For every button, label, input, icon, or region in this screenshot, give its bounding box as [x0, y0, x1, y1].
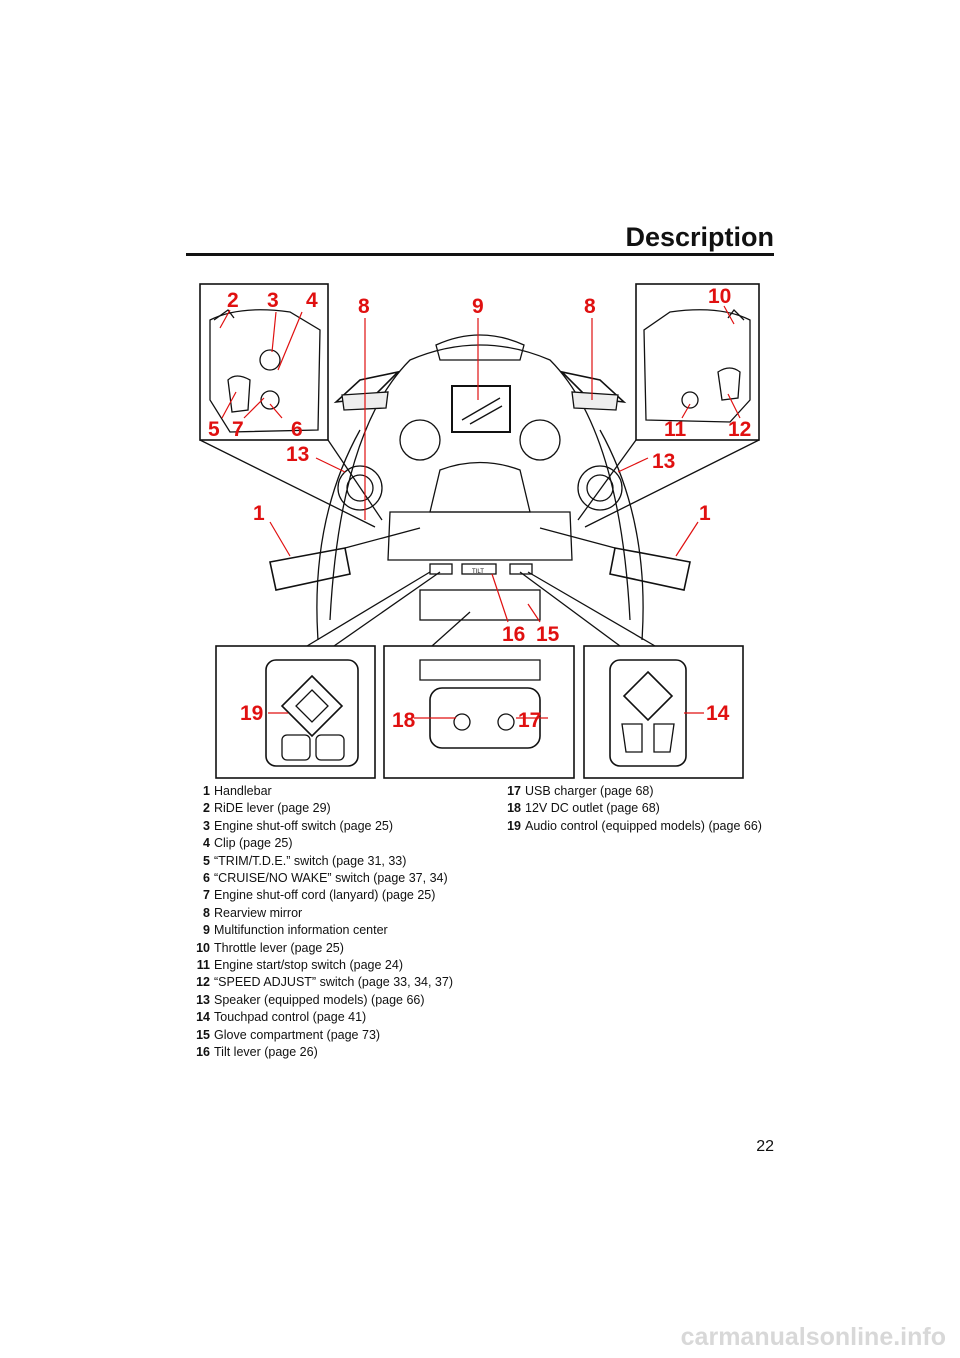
callout-1-right: 1 [699, 502, 711, 525]
legend-item-text: “CRUISE/NO WAKE” switch (page 37, 34) [214, 871, 448, 886]
legend-item: 16 Tilt lever (page 26) [186, 1044, 453, 1061]
legend-item-text: Glove compartment (page 73) [214, 1027, 381, 1042]
legend-item: 14 Touchpad control (page 41) [186, 1009, 453, 1026]
callout-17: 17 [518, 709, 541, 732]
watermark: carmanualsonline.info [680, 1323, 946, 1351]
legend-right: 17 USB charger (page 68) 18 12V DC outlet (… [497, 783, 762, 835]
callout-7: 7 [232, 418, 244, 441]
legend-item: 7 Engine shut-off cord (lanyard) (page 25… [186, 887, 453, 904]
page-number: 22 [756, 1138, 774, 1155]
legend-item-number: 1 [203, 784, 210, 798]
legend-item-text: “SPEED ADJUST” switch (page 33, 34, 37) [214, 975, 453, 990]
audio-control-inset [215, 645, 376, 779]
legend-item-number: 12 [196, 975, 210, 990]
legend-item-number: 6 [203, 871, 210, 886]
legend-item-text: Audio control (equipped models) (page 66… [525, 818, 762, 833]
legend-item: 18 12V DC outlet (page 68) [497, 800, 762, 817]
page-title: Description [625, 222, 774, 252]
legend-item-number: 10 [196, 940, 210, 955]
legend-item-number: 17 [507, 784, 521, 798]
legend-item-text: Clip (page 25) [214, 836, 293, 851]
legend-item-number: 18 [507, 801, 521, 816]
legend-item: 2 RiDE lever (page 29) [186, 800, 453, 817]
legend-item-number: 4 [203, 836, 210, 851]
legend-item: 4 Clip (page 25) [186, 835, 453, 852]
legend-item-number: 2 [203, 801, 210, 816]
legend-item-number: 8 [203, 905, 210, 920]
legend-item-number: 9 [203, 923, 210, 938]
storage-inset [383, 645, 575, 779]
legend-item-text: 12V DC outlet (page 68) [525, 801, 660, 816]
legend-item-number: 5 [203, 853, 210, 868]
legend-item-text: Tilt lever (page 26) [214, 1045, 318, 1060]
callout-4: 4 [306, 289, 318, 312]
legend-item: 15 Glove compartment (page 73) [186, 1027, 453, 1044]
legend-item: 19 Audio control (equipped models) (page … [497, 818, 762, 835]
legend-item: 10 Throttle lever (page 25) [186, 940, 453, 957]
left-grip-inset [199, 283, 329, 441]
legend-item-text: Engine shut-off cord (lanyard) (page 25) [214, 888, 436, 903]
legend-item-text: RiDE lever (page 29) [214, 801, 331, 816]
legend-item-number: 3 [203, 818, 210, 833]
callout-8-left: 8 [358, 295, 370, 318]
legend-item-number: 15 [196, 1027, 210, 1042]
legend-item-text: Engine shut-off switch (page 25) [214, 818, 394, 833]
legend-item-text: Engine start/stop switch (page 24) [214, 958, 403, 973]
legend-item: 11 Engine start/stop switch (page 24) [186, 957, 453, 974]
callout-1-left: 1 [253, 502, 265, 525]
legend-item: 8 Rearview mirror [186, 905, 453, 922]
legend-item: 6 “CRUISE/NO WAKE” switch (page 37, 34) [186, 870, 453, 887]
legend-item-text: Handlebar [214, 784, 272, 798]
legend-item-text: “TRIM/T.D.E.” switch (page 31, 33) [214, 853, 407, 868]
callout-13-left: 13 [286, 443, 309, 466]
legend-item-number: 11 [196, 958, 210, 973]
legend-item-number: 14 [196, 1010, 210, 1025]
callout-15: 15 [536, 623, 560, 646]
legend-item-text: Multifunction information center [214, 923, 388, 938]
legend-item: 3 Engine shut-off switch (page 25) [186, 818, 453, 835]
right-grip-inset [635, 283, 760, 441]
legend-item: 12 “SPEED ADJUST” switch (page 33, 34, 37… [186, 974, 453, 991]
callout-2: 2 [227, 289, 239, 312]
callout-3: 3 [267, 289, 279, 312]
callout-16: 16 [502, 623, 525, 646]
legend-item: 9 Multifunction information center [186, 922, 453, 939]
callout-11: 11 [664, 418, 687, 441]
callout-18: 18 [392, 709, 416, 732]
legend-item: 13 Speaker (equipped models) (page 66) [186, 992, 453, 1009]
legend-item-text: Touchpad control (page 41) [214, 1010, 367, 1025]
touchpad-inset [583, 645, 744, 779]
header-rule [186, 253, 774, 256]
callout-13-right: 13 [652, 450, 675, 473]
callout-8-right: 8 [584, 295, 596, 318]
legend-item-text: USB charger (page 68) [525, 784, 654, 798]
legend-item: 1 Handlebar [186, 783, 453, 800]
callout-14: 14 [706, 702, 730, 725]
callout-19: 19 [240, 702, 263, 725]
legend-item-text: Speaker (equipped models) (page 66) [214, 992, 425, 1007]
legend-item: 17 USB charger (page 68) [497, 783, 762, 800]
legend-item-text: Throttle lever (page 25) [214, 940, 344, 955]
callout-9: 9 [472, 295, 484, 318]
callout-10: 10 [708, 285, 731, 308]
callout-12: 12 [728, 418, 751, 441]
legend-item: 5 “TRIM/T.D.E.” switch (page 31, 33) [186, 853, 453, 870]
legend-item-number: 13 [196, 992, 210, 1007]
legend-item-number: 19 [507, 818, 521, 833]
callout-5: 5 [208, 418, 220, 441]
legend-item-number: 16 [196, 1045, 210, 1060]
tilt-label: TILT [472, 569, 484, 575]
legend-item-number: 7 [203, 888, 210, 903]
callout-6: 6 [291, 418, 303, 441]
legend-item-text: Rearview mirror [214, 905, 303, 920]
